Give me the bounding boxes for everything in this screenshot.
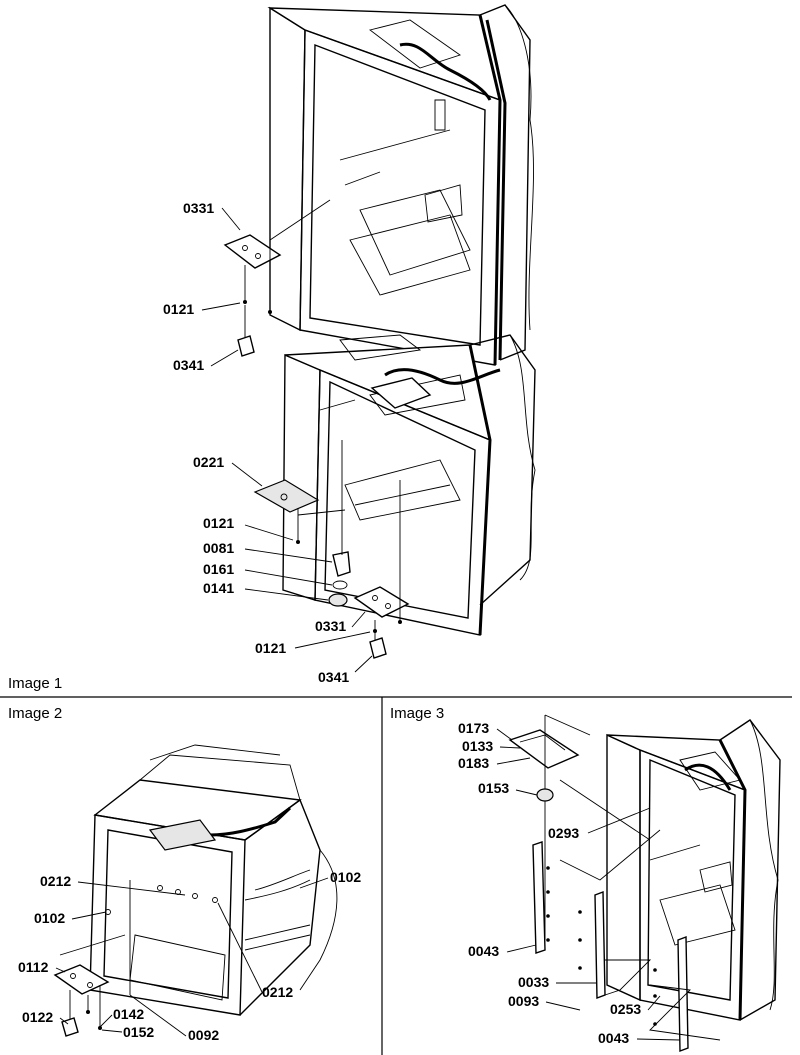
caption-image-1: Image 1 [8,675,62,692]
label-0183: 0183 [458,755,489,771]
label-0153: 0153 [478,780,509,796]
label-0081: 0081 [203,540,234,556]
freezer-compartment [89,744,338,1016]
fresh-food-liner [606,719,781,1021]
label-0102-right: 0102 [330,869,361,885]
upper-hinge-bracket [223,199,331,357]
caption-image-3: Image 3 [390,705,444,722]
image3-callouts: 0173 0133 0183 0153 0293 0043 0033 0093 … [458,720,681,1046]
lower-liner [282,334,536,636]
label-0121-upper: 0121 [163,301,194,317]
label-0221: 0221 [193,454,224,470]
image2-callouts: 0212 0102 0102 0112 0212 0122 0142 0152 … [18,869,361,1043]
label-0112: 0112 [18,959,49,975]
freezer-hinge-parts [53,880,131,1037]
label-0341-upper: 0341 [173,357,204,373]
upper-liner [267,4,534,366]
label-0142: 0142 [113,1006,144,1022]
label-0293: 0293 [548,825,579,841]
label-0033: 0033 [518,974,549,990]
label-0141: 0141 [203,580,234,596]
label-0212-left: 0212 [40,873,71,889]
label-0092: 0092 [188,1027,219,1043]
label-0043-right: 0043 [598,1030,629,1046]
label-0133: 0133 [462,738,493,754]
label-0121-lower: 0121 [255,640,286,656]
label-0043-left: 0043 [468,943,499,959]
label-0093: 0093 [508,993,539,1009]
label-0121-mid: 0121 [203,515,234,531]
image1-callouts: 0331 0121 0341 0221 0121 0081 0161 0141 … [163,200,373,685]
label-0102-left: 0102 [34,910,65,926]
rails-and-brackets [508,714,721,1053]
caption-image-2: Image 2 [8,705,62,722]
label-0122: 0122 [22,1009,53,1025]
label-0331-lower: 0331 [315,618,346,634]
label-0212-right: 0212 [262,984,293,1000]
lower-hinge-parts [253,440,410,659]
label-0253: 0253 [610,1001,641,1017]
label-0161: 0161 [203,561,234,577]
label-0152: 0152 [123,1024,154,1040]
label-0341-lower: 0341 [318,669,349,685]
label-0173: 0173 [458,720,489,736]
label-0331-upper: 0331 [183,200,214,216]
